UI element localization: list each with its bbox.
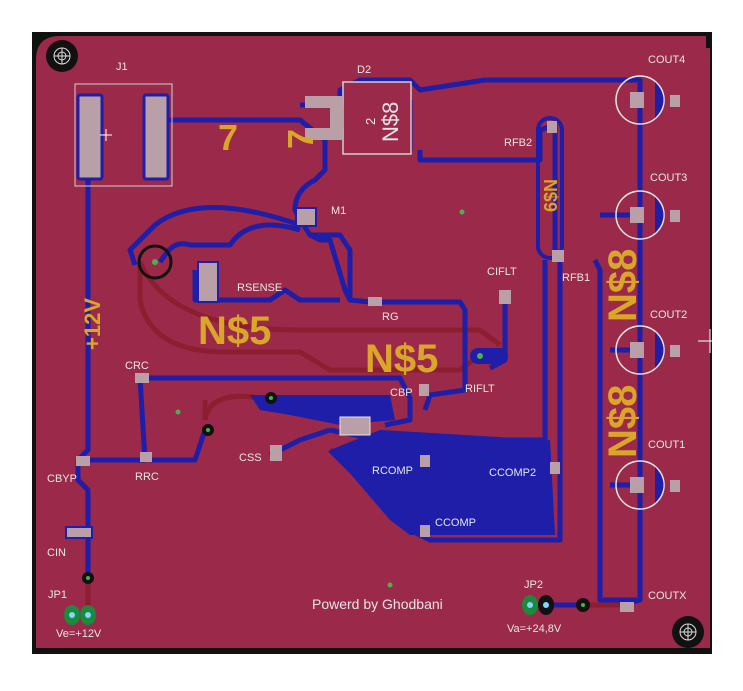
net-label-7a: 7	[218, 117, 238, 158]
net-label-ns8-bottom: N$8	[601, 385, 645, 458]
label-rsense: RSENSE	[237, 282, 282, 294]
resistor-rrc	[140, 452, 152, 462]
capacitor-cout4	[615, 75, 680, 125]
capacitor-cout2	[615, 325, 680, 375]
capacitor-cbp	[419, 384, 429, 396]
capacitor-cbyp	[76, 456, 90, 466]
capacitor-ccomp2	[550, 462, 560, 474]
net-label-ns6: 6$N	[541, 179, 561, 212]
resistor-rfb-body	[536, 116, 564, 260]
label-cout1: COUT1	[648, 439, 685, 451]
label-jp1: JP1	[48, 589, 67, 601]
resistor-rcomp	[420, 455, 430, 467]
label-d2: D2	[357, 64, 371, 76]
net-label-ns8-d2: N$8	[378, 102, 403, 142]
resistor-rsense	[197, 261, 219, 303]
label-cbp: CBP	[390, 387, 413, 399]
label-rrc: RRC	[135, 471, 159, 483]
label-cout3: COUT3	[650, 172, 687, 184]
label-rfb2: RFB2	[504, 137, 532, 149]
label-ccomp: CCOMP	[435, 517, 476, 529]
label-ve: Ve=+12V	[56, 628, 102, 640]
capacitor-ciflt	[499, 290, 511, 304]
net-label-ns8-top: N$8	[601, 249, 645, 322]
transistor-m1	[295, 207, 317, 227]
label-cout4: COUT4	[648, 54, 685, 66]
copper-pour	[330, 430, 555, 535]
label-j1: J1	[116, 61, 128, 73]
diode-d2	[305, 81, 412, 155]
jumper-jp2	[522, 595, 554, 615]
capacitor-ccomp	[420, 525, 430, 537]
mounting-hole-tl	[46, 40, 78, 72]
label-css: CSS	[239, 452, 262, 464]
net-label-ns5-left: N$5	[198, 309, 271, 353]
resistor-rfb2	[547, 121, 557, 133]
capacitor-cin	[65, 526, 93, 539]
label-jp2: JP2	[524, 579, 543, 591]
net-label-7b: 7	[280, 129, 321, 149]
capacitor-coutx	[620, 602, 634, 612]
capacitor-cout1	[615, 460, 680, 510]
label-riflt: RIFLT	[465, 383, 495, 395]
label-cin: CIN	[47, 547, 66, 559]
label-ccomp2: CCOMP2	[489, 467, 536, 479]
vias	[82, 209, 590, 612]
jumper-jp1	[64, 605, 96, 625]
bottom-layer-traces	[85, 260, 630, 615]
capacitor-crc	[135, 373, 149, 383]
label-cout2: COUT2	[650, 309, 687, 321]
crosshair-cursor-icon	[698, 329, 722, 353]
label-m1: M1	[331, 205, 346, 217]
credit-text: Powerd by Ghodbani	[312, 596, 443, 612]
d2-body-label: 2	[363, 118, 378, 125]
label-crc: CRC	[125, 360, 149, 372]
resistor-rg	[368, 297, 382, 306]
capacitor-cout3	[615, 190, 680, 240]
controller-ic	[339, 416, 371, 436]
net-label-plus12v: +12V	[80, 298, 105, 350]
label-va: Va=+24,8V	[507, 623, 562, 635]
label-rg: RG	[382, 311, 399, 323]
mounting-hole-br	[672, 616, 704, 648]
net-label-ns5-right: N$5	[365, 337, 438, 381]
corner-mask-tl	[32, 32, 100, 100]
label-rfb1: RFB1	[562, 272, 590, 284]
label-cbyp: CBYP	[47, 473, 77, 485]
label-coutx: COUTX	[648, 590, 687, 602]
capacitor-css	[270, 445, 282, 461]
label-ciflt: CIFLT	[487, 266, 517, 278]
resistor-riflt	[470, 348, 508, 364]
resistor-rfb1	[552, 250, 564, 262]
label-rcomp: RCOMP	[372, 465, 413, 477]
connector-j1	[74, 83, 173, 187]
